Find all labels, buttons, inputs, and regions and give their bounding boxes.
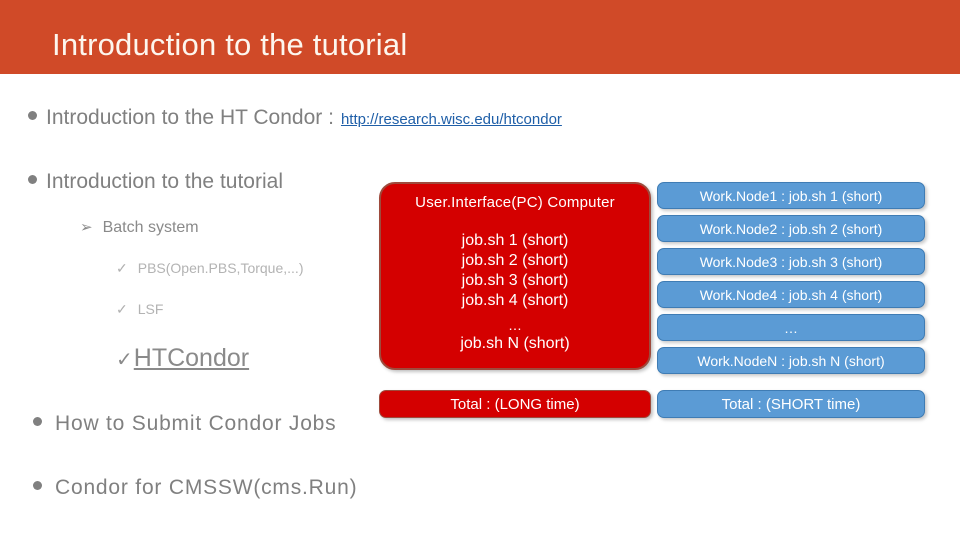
bullet-dot-icon <box>28 175 37 184</box>
work-node-label: Work.Node2 : job.sh 2 (short) <box>699 220 883 237</box>
user-interface-box-title: User.Interface(PC) Computer <box>415 194 615 211</box>
bullet-pbs-label: PBS(Open.PBS,Torque,...) <box>137 260 304 276</box>
job-ellipsis: … <box>508 317 522 333</box>
check-bullet-icon: ✓ <box>116 349 133 371</box>
user-interface-job-list: job.sh 1 (short) job.sh 2 (short) job.sh… <box>381 231 649 354</box>
total-long-time-box: Total : (LONG time) <box>379 390 651 418</box>
work-node-label: … <box>784 319 798 336</box>
job-line: job.sh 2 (short) <box>461 252 569 269</box>
job-line: job.sh 4 (short) <box>461 292 569 309</box>
work-node-box: Work.Node4 : job.sh 4 (short) <box>657 281 925 308</box>
page-title: Introduction to the tutorial <box>52 27 408 62</box>
bullet-htcondor: ✓ HTCondor <box>116 344 249 373</box>
total-short-time-box: Total : (SHORT time) <box>657 390 925 418</box>
total-long-time-label: Total : (LONG time) <box>450 395 580 413</box>
bullet-condor-cmssw-label: Condor for CMSSW(cms.Run) <box>55 476 358 499</box>
bullet-how-to-submit-label: How to Submit Condor Jobs <box>55 412 337 435</box>
header-band <box>0 0 960 74</box>
bullet-dot-icon <box>33 417 42 426</box>
check-bullet-icon: ✓ <box>116 260 128 276</box>
bullet-dot-icon <box>28 111 37 120</box>
user-interface-box: User.Interface(PC) Computer job.sh 1 (sh… <box>379 182 651 370</box>
bullet-lsf-label: LSF <box>137 301 164 317</box>
check-bullet-icon: ✓ <box>116 301 128 317</box>
bullet-pbs: ✓ PBS(Open.PBS,Torque,...) <box>116 260 303 277</box>
arrow-bullet-icon: ➢ <box>80 219 93 236</box>
work-node-box: Work.Node1 : job.sh 1 (short) <box>657 182 925 209</box>
work-node-label: Work.Node4 : job.sh 4 (short) <box>699 286 883 303</box>
job-line: job.sh 3 (short) <box>461 272 569 289</box>
bullet-dot-icon <box>33 481 42 490</box>
htcondor-website-link[interactable]: http://research.wisc.edu/htcondor <box>340 111 562 128</box>
work-node-label: Work.Node1 : job.sh 1 (short) <box>699 187 883 204</box>
bullet-batch-system-label: Batch system <box>102 219 199 236</box>
work-node-box: Work.NodeN : job.sh N (short) <box>657 347 925 374</box>
bullet-htcondor-label: HTCondor <box>133 344 250 372</box>
work-node-label: Work.NodeN : job.sh N (short) <box>697 352 885 369</box>
bullet-lsf: ✓ LSF <box>116 301 163 318</box>
bullet-condor-cmssw: Condor for CMSSW(cms.Run) <box>33 476 357 500</box>
bullet-intro-htcondor: Introduction to the HT Condor : http://r… <box>28 106 562 130</box>
job-line: job.sh 1 (short) <box>461 232 569 249</box>
bullet-how-to-submit: How to Submit Condor Jobs <box>33 412 336 436</box>
work-node-label: Work.Node3 : job.sh 3 (short) <box>699 253 883 270</box>
work-node-box: Work.Node2 : job.sh 2 (short) <box>657 215 925 242</box>
bullet-intro-htcondor-label: Introduction to the HT Condor : <box>46 106 334 129</box>
work-node-box: Work.Node3 : job.sh 3 (short) <box>657 248 925 275</box>
total-short-time-label: Total : (SHORT time) <box>721 395 861 413</box>
bullet-intro-tutorial-label: Introduction to the tutorial <box>46 170 283 193</box>
job-line-last: job.sh N (short) <box>460 335 570 352</box>
bullet-batch-system: ➢ Batch system <box>80 218 199 237</box>
work-node-box-ellipsis: … <box>657 314 925 341</box>
bullet-intro-tutorial: Introduction to the tutorial <box>28 170 283 194</box>
